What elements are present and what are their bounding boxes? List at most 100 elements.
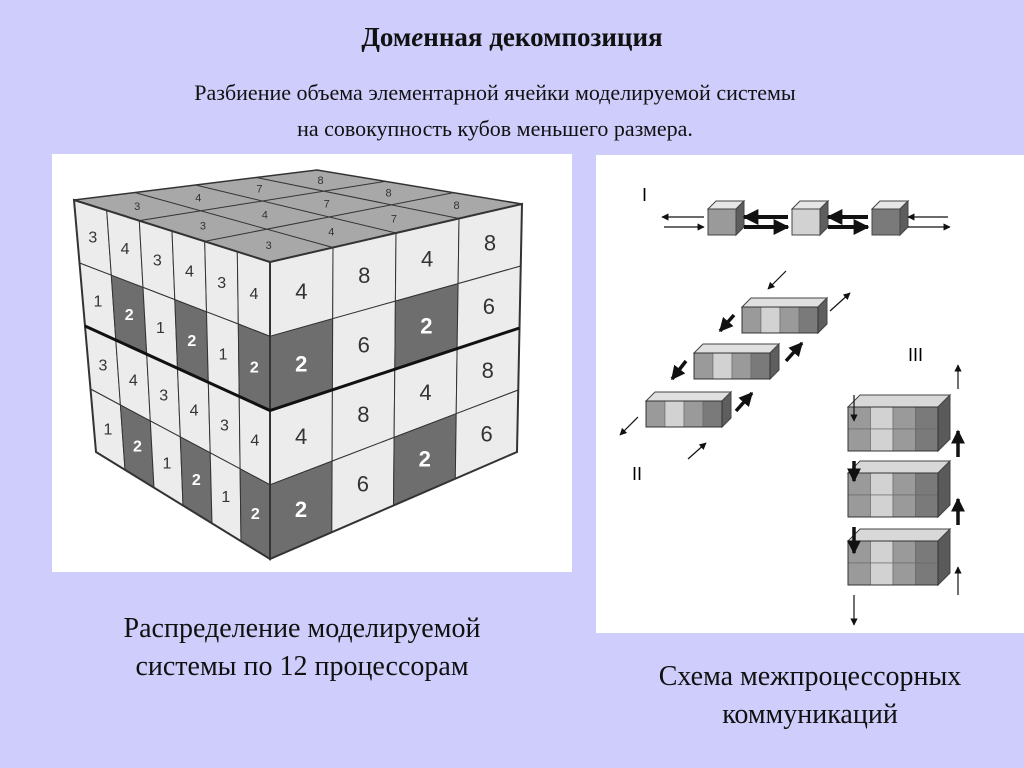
cube-left-label: 4 [121,241,130,258]
group-3-stack-c-segment [892,540,916,564]
group-2-arrow [718,313,736,333]
cube-left-label: 2 [133,438,142,455]
cube-left-label: 1 [221,489,230,506]
group-3-stack-b-segment [870,494,894,518]
group-3-stack-c-segment [847,540,871,564]
cube-left-label: 3 [220,418,229,435]
group-3-stack-b-segment [847,472,871,496]
group-2-slab-a-segment [798,306,819,334]
cube-right-label: 2 [420,313,432,338]
group-3-stack-c-segment [870,540,894,564]
group-2-slab-b-segment [693,352,714,380]
group-3-stack-c-segment [847,562,871,586]
group-3-stack-a-segment [892,428,916,452]
group-3-stack-b-segment [892,494,916,518]
cube-left-label: 1 [93,294,102,311]
cube-right-label: 4 [421,247,433,272]
caption-right-line-1: Схема межпроцессорных [658,661,962,692]
cube-right-label: 6 [357,472,369,497]
group-3-stack-c-segment [870,562,894,586]
cube-left-label: 4 [190,403,199,420]
caption-right-line-2: коммуникаций [722,699,898,730]
group-2-slab-b-front [693,352,771,380]
cube-top-label: 3 [266,240,272,252]
comm-scheme-panel: I II III [596,155,1024,633]
group-3-stack-b-front [847,472,939,518]
group-3-stack-a-segment [870,406,894,430]
subtitle-line-2: на совокупность кубов меньшего размера. [297,116,693,141]
cube-right-label: 8 [357,402,369,427]
cube-left-label: 4 [249,286,258,303]
cube-right-label: 2 [295,497,307,522]
cube-top-gridline [256,177,460,219]
cube-right-label: 2 [295,352,307,377]
cube-top-label: 3 [134,201,140,213]
group-label-1: I [642,185,647,205]
cube-right-label: 6 [483,294,495,319]
group-3-stack-a-segment [915,406,939,430]
cube-right-label: 6 [358,332,370,357]
cube-top-label: 4 [328,227,334,239]
group-2-arrow [687,442,707,460]
group-3-stack-c-segment [892,562,916,586]
cube-right-label: 4 [295,279,307,304]
group-2-arrow [767,270,787,290]
group-3-stack-b-segment [870,472,894,496]
group-2-slab-a-segment [741,306,762,334]
cube-left-label: 2 [125,307,134,324]
cube-right-label: 6 [481,421,493,446]
group-3-stack-b-top [846,460,952,474]
group-2-arrow [829,292,851,312]
group-3-stack-a-segment [892,406,916,430]
cube-top-gridline [139,180,386,222]
cube-left-label: 4 [185,264,194,281]
group-2-arrow [784,341,804,363]
group-1-box-c-front [871,208,901,236]
cube-left-label: 2 [187,333,196,350]
cube-figure: 3478347834783434341212123434341212124848… [72,169,524,561]
group-2-slab-c-segment [683,400,704,428]
group-3-stack-c-segment [915,562,939,586]
cube-left-label: 1 [219,346,228,363]
slide-title: Доменная декомпозиция [361,22,663,52]
group-2-slab-c-segment [702,400,723,428]
group-3-stack-a-segment [870,428,894,452]
cube-left-label: 2 [250,359,259,376]
group-2-slab-c-top [644,391,733,402]
cube-left-label: 1 [104,422,113,439]
group-1-box-b-front [791,208,821,236]
cube-left-label: 3 [98,358,107,375]
group-2-arrow [670,359,688,381]
cube-left-label: 3 [159,388,168,405]
cube-top-label: 4 [262,210,268,222]
caption-left: Распределение моделируемой системы по 12… [52,610,552,686]
group-2-slab-b-top [692,343,781,354]
cube-left-label: 3 [88,230,97,247]
comm-scheme-figure: I II III [619,185,965,626]
cube-top-label: 7 [324,199,330,211]
cube-top-gridline [195,184,397,234]
subtitle-line-1: Разбиение объема элементарной ячейки мод… [194,80,796,105]
cube-right-label: 8 [484,231,496,256]
caption-right: Схема межпроцессорных коммуникаций [596,658,1024,734]
group-2-slab-b-segment [712,352,733,380]
cube-split-line [84,324,520,413]
cube-right-label: 4 [295,424,307,449]
cube-top-label: 8 [318,175,324,187]
cube-left-label: 1 [162,455,171,472]
cube-top-label: 8 [386,188,392,200]
cube-left-label: 2 [251,506,260,523]
group-1-box-a-front [707,208,737,236]
comm-scheme-drawing [619,199,965,626]
group-3-stack-c-segment [915,540,939,564]
cube-left-label: 1 [156,320,165,337]
group-3-stack-b-segment [915,494,939,518]
group-3-stack-c-front [847,540,939,586]
cube-top-gridline [134,192,334,248]
group-2-slab-a-segment [760,306,781,334]
group-2-arrow [734,391,754,413]
group-3-stack-b-segment [915,472,939,496]
group-3-stack-b-segment [847,494,871,518]
cube-top-label: 7 [256,184,262,196]
